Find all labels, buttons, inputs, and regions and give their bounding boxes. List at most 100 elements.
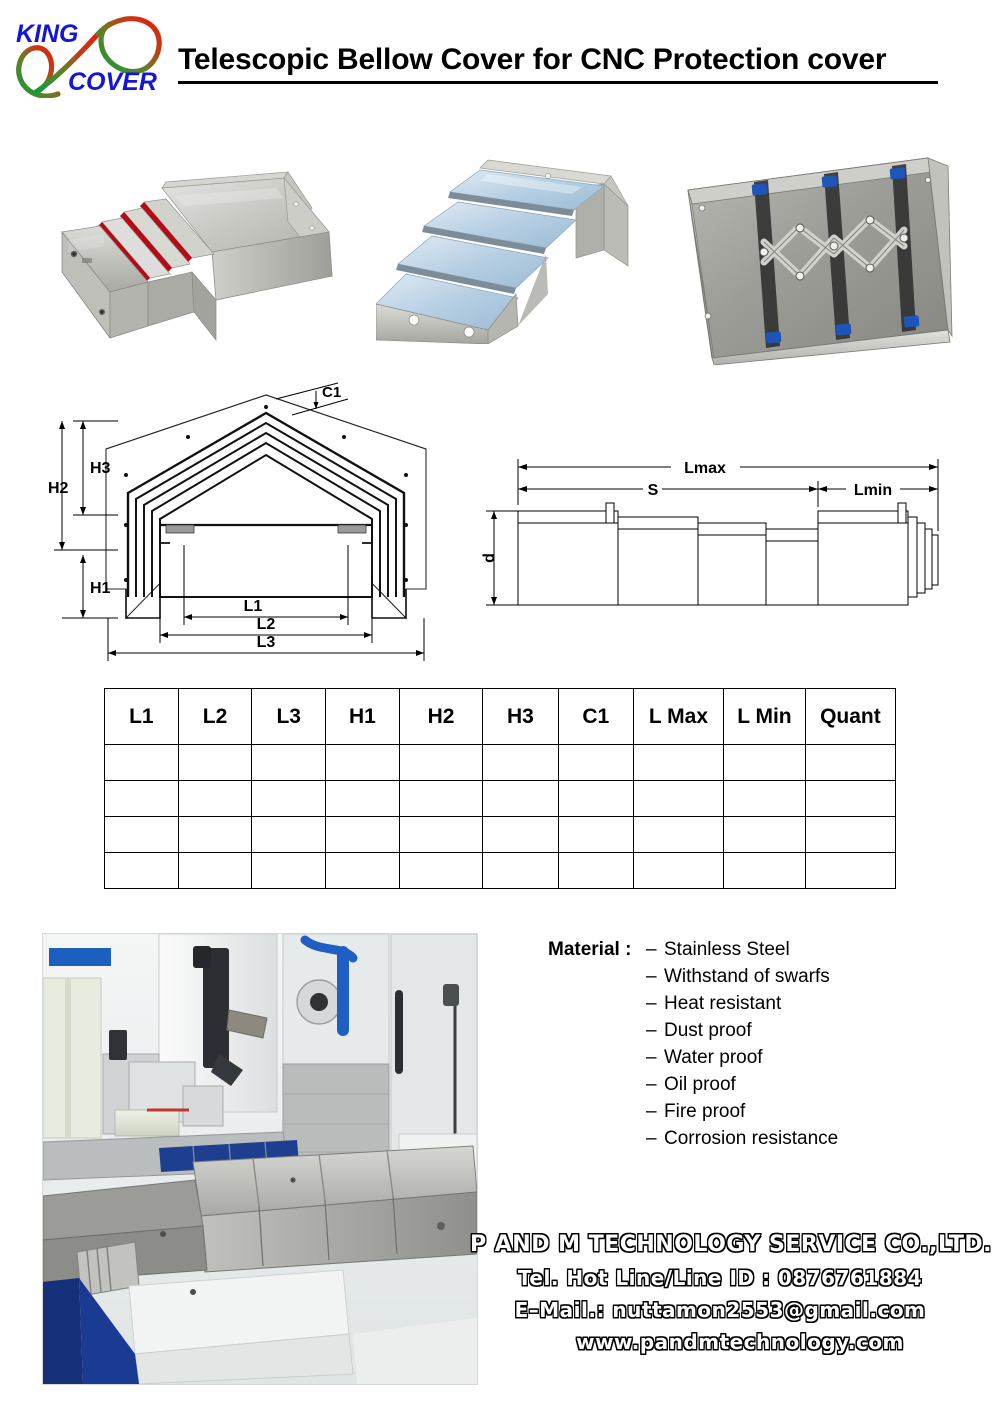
material-item-text: Withstand of swarfs bbox=[664, 966, 830, 987]
material-dash: – bbox=[646, 993, 657, 1014]
company-name: P AND M TECHNOLOGY SERVICE CO.,LTD. bbox=[469, 1231, 992, 1257]
table-cell-lmax[interactable] bbox=[632, 780, 724, 817]
table-cell-lmin[interactable] bbox=[722, 816, 806, 853]
material-item-text: Dust proof bbox=[664, 1020, 752, 1041]
contact-email[interactable]: E–Mail.: nuttamon2553@gmail.com bbox=[514, 1297, 926, 1322]
label-l1: L1 bbox=[244, 598, 263, 615]
label-h1: H1 bbox=[90, 580, 111, 597]
material-dash: – bbox=[646, 1128, 657, 1149]
table-cell-c1[interactable] bbox=[557, 744, 634, 781]
table-cell-l2[interactable] bbox=[177, 780, 253, 817]
table-cell-h2[interactable] bbox=[398, 780, 484, 817]
page-header: KING COVER Telescopic Bellow Cover for C… bbox=[0, 0, 1000, 105]
label-s: S bbox=[648, 482, 659, 499]
material-item: – Heat resistant bbox=[548, 990, 968, 1017]
material-dash: – bbox=[646, 966, 657, 987]
table-cell-quant[interactable] bbox=[804, 852, 897, 889]
table-row[interactable] bbox=[104, 852, 897, 889]
table-cell-h2[interactable] bbox=[398, 816, 484, 853]
label-l2: L2 bbox=[257, 616, 276, 633]
label-h3: H3 bbox=[90, 460, 111, 477]
material-item-text: Corrosion resistance bbox=[664, 1128, 839, 1149]
table-cell-h3[interactable] bbox=[482, 744, 559, 781]
table-cell-h2[interactable] bbox=[398, 744, 484, 781]
table-cell-l3[interactable] bbox=[251, 780, 327, 817]
label-h2: H2 bbox=[48, 480, 69, 497]
material-item: – Oil proof bbox=[548, 1071, 968, 1098]
table-cell-h2[interactable] bbox=[398, 852, 484, 889]
material-item-text: Fire proof bbox=[664, 1101, 746, 1122]
table-header-l2: L2 bbox=[177, 688, 253, 745]
table-cell-l1[interactable] bbox=[104, 744, 179, 781]
product-photo-steel-telescopic-cover bbox=[44, 160, 344, 355]
table-cell-h1[interactable] bbox=[325, 780, 400, 817]
table-header-h1: H1 bbox=[325, 688, 400, 745]
table-cell-h3[interactable] bbox=[482, 816, 559, 853]
table-cell-l1[interactable] bbox=[104, 852, 179, 889]
table-header-h3: H3 bbox=[482, 688, 559, 745]
material-item: – Withstand of swarfs bbox=[548, 963, 968, 990]
product-photo-scissor-mechanism-underside bbox=[676, 150, 961, 365]
table-cell-l3[interactable] bbox=[251, 744, 327, 781]
label-lmin: Lmin bbox=[854, 482, 892, 499]
material-item-text: Heat resistant bbox=[664, 993, 782, 1014]
table-cell-lmin[interactable] bbox=[722, 744, 806, 781]
king-cover-logo: KING COVER bbox=[6, 6, 168, 98]
table-cell-l3[interactable] bbox=[251, 852, 327, 889]
table-cell-c1[interactable] bbox=[557, 780, 634, 817]
material-label: Material : bbox=[548, 939, 632, 960]
table-cell-l1[interactable] bbox=[104, 816, 179, 853]
page-title: Telescopic Bellow Cover for CNC Protecti… bbox=[178, 43, 887, 76]
product-photo-row bbox=[0, 140, 1000, 365]
table-cell-lmax[interactable] bbox=[632, 816, 724, 853]
table-header-l1: L1 bbox=[104, 688, 179, 745]
table-cell-c1[interactable] bbox=[557, 852, 634, 889]
specification-table-wrapper: L1 L2 L3 H1 H2 H3 C1 L Max L Min Quant bbox=[104, 688, 897, 889]
material-item: – Water proof bbox=[548, 1044, 968, 1071]
material-item: – Dust proof bbox=[548, 1017, 968, 1044]
table-cell-l2[interactable] bbox=[177, 852, 253, 889]
table-cell-lmax[interactable] bbox=[632, 852, 724, 889]
table-cell-lmin[interactable] bbox=[722, 780, 806, 817]
table-cell-l1[interactable] bbox=[104, 780, 179, 817]
table-row[interactable] bbox=[104, 744, 897, 781]
table-cell-l2[interactable] bbox=[177, 744, 253, 781]
table-cell-l2[interactable] bbox=[177, 816, 253, 853]
table-header-lmin: L Min bbox=[722, 688, 806, 745]
table-cell-lmin[interactable] bbox=[722, 852, 806, 889]
table-header-row: L1 L2 L3 H1 H2 H3 C1 L Max L Min Quant bbox=[104, 688, 897, 745]
contact-block: P AND M TECHNOLOGY SERVICE CO.,LTD. Tel.… bbox=[469, 1228, 992, 1358]
table-cell-quant[interactable] bbox=[804, 780, 897, 817]
logo-text-cover: COVER bbox=[68, 68, 157, 96]
contact-website[interactable]: www.pandmtechnology.com bbox=[575, 1329, 904, 1354]
material-dash: – bbox=[646, 1020, 657, 1041]
table-cell-h1[interactable] bbox=[325, 816, 400, 853]
technical-drawings: C1 H3 H2 H1 bbox=[0, 370, 1000, 670]
material-item-text: Oil proof bbox=[664, 1074, 736, 1095]
specification-table: L1 L2 L3 H1 H2 H3 C1 L Max L Min Quant bbox=[104, 688, 897, 889]
table-cell-h1[interactable] bbox=[325, 744, 400, 781]
table-cell-h3[interactable] bbox=[482, 780, 559, 817]
table-cell-quant[interactable] bbox=[804, 744, 897, 781]
material-dash: – bbox=[646, 939, 657, 960]
cross-section-drawing: C1 H3 H2 H1 bbox=[48, 375, 478, 665]
logo-text-king: KING bbox=[16, 20, 79, 48]
table-cell-h3[interactable] bbox=[482, 852, 559, 889]
table-cell-c1[interactable] bbox=[557, 816, 634, 853]
label-d: d bbox=[481, 553, 498, 563]
title-wrapper: Telescopic Bellow Cover for CNC Protecti… bbox=[178, 44, 968, 84]
table-header-lmax: L Max bbox=[632, 688, 724, 745]
table-header-c1: C1 bbox=[557, 688, 634, 745]
material-item: – Corrosion resistance bbox=[548, 1125, 968, 1152]
table-cell-h1[interactable] bbox=[325, 852, 400, 889]
table-row[interactable] bbox=[104, 816, 897, 853]
table-cell-lmax[interactable] bbox=[632, 744, 724, 781]
table-cell-quant[interactable] bbox=[804, 816, 897, 853]
label-lmax: Lmax bbox=[684, 460, 726, 477]
table-cell-l3[interactable] bbox=[251, 816, 327, 853]
title-underline bbox=[178, 80, 938, 84]
material-item-text: Stainless Steel bbox=[664, 939, 790, 960]
table-header-quant: Quant bbox=[804, 688, 897, 745]
table-row[interactable] bbox=[104, 780, 897, 817]
contact-phone[interactable]: Tel. Hot Line/Line ID : 0876761884 bbox=[517, 1265, 923, 1290]
